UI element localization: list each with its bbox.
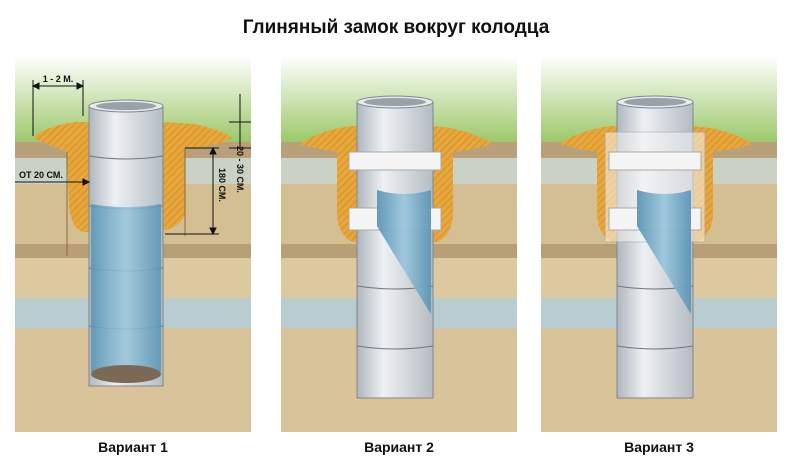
gravel-filter	[91, 365, 161, 383]
clay-lock	[559, 126, 617, 242]
well-water	[637, 190, 691, 314]
seal-band	[348, 151, 442, 171]
seal-band	[608, 151, 702, 171]
variant-2-panel	[281, 56, 517, 432]
well-water	[377, 190, 431, 314]
lock-depth-label: 180 СМ.	[217, 168, 227, 202]
variant-1-panel: 1 - 2 М. 20 - 30 СМ. ОТ 20 СМ. 180 СМ.	[15, 56, 251, 432]
clay-lock	[33, 122, 89, 232]
clay-lock	[299, 126, 357, 242]
variant-3-panel	[541, 56, 777, 432]
variant-1-caption: Вариант 1	[98, 439, 168, 455]
variant-2-caption: Вариант 2	[364, 439, 434, 455]
wall-gap-label: ОТ 20 СМ.	[19, 170, 63, 180]
clay-lock	[693, 126, 753, 242]
diagram-title: Глиняный замок вокруг колодца	[242, 17, 550, 38]
lock-thickness-label: 20 - 30 СМ.	[235, 146, 245, 193]
clay-lock	[163, 122, 233, 230]
well-water	[91, 204, 161, 375]
clay-lock	[433, 126, 493, 242]
lock-width-label: 1 - 2 М.	[43, 74, 74, 84]
variant-3-caption: Вариант 3	[624, 439, 694, 455]
